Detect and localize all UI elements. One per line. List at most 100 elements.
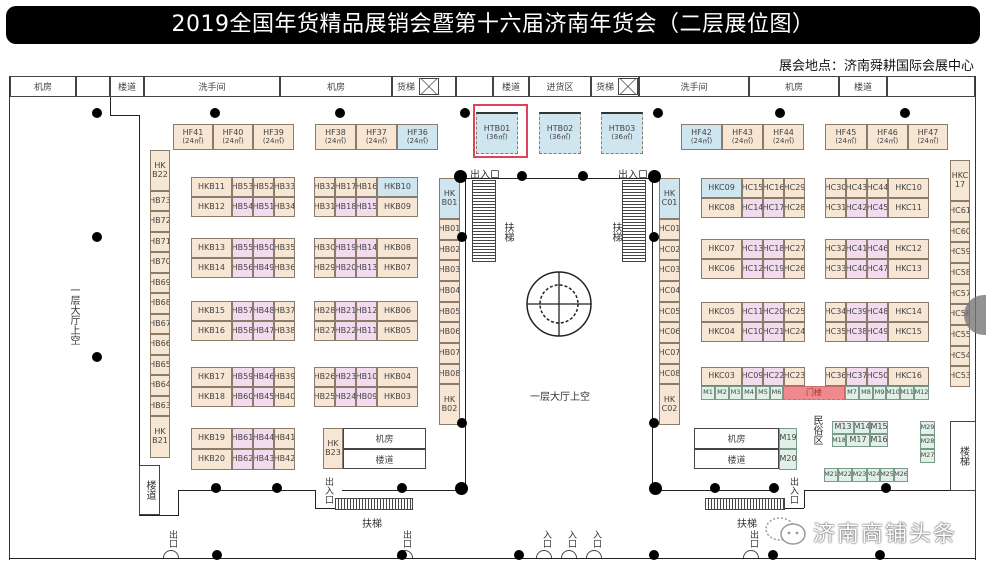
booth-hf40[interactable]: HF40(24㎡) <box>213 124 253 150</box>
booth-hb49[interactable]: HB49 <box>253 258 274 278</box>
booth-m14[interactable]: M14 <box>854 421 870 434</box>
booth-m3[interactable]: M3 <box>729 386 742 400</box>
booth-hc17[interactable]: HC17 <box>763 198 784 218</box>
booth-hkb10[interactable]: HKB10 <box>377 177 418 197</box>
booth-hb54[interactable]: HB54 <box>232 197 253 217</box>
booth-hc03[interactable]: HC03 <box>659 260 680 281</box>
booth-hkb09[interactable]: HKB09 <box>377 197 418 217</box>
booth-hkb02[interactable]: HK B02 <box>439 384 460 425</box>
booth-hb28[interactable]: HB28 <box>314 301 335 321</box>
booth-hb21[interactable]: HB21 <box>335 301 356 321</box>
booth-hb66[interactable]: HB66 <box>150 334 170 355</box>
booth-hc10[interactable]: HC10 <box>742 322 763 342</box>
booth-m10[interactable]: M10 <box>886 386 900 400</box>
booth-hkb16[interactable]: HKB16 <box>191 321 232 341</box>
booth-m29[interactable]: M29 <box>920 421 935 435</box>
booth-m28[interactable]: M28 <box>920 435 935 449</box>
booth-hkb04[interactable]: HKB04 <box>377 367 418 387</box>
booth-hf38[interactable]: HF38(24㎡) <box>315 124 356 150</box>
booth-m4[interactable]: M4 <box>742 386 756 400</box>
booth-hkb19[interactable]: HKB19 <box>191 428 232 449</box>
booth-hc41[interactable]: HC41 <box>846 239 867 259</box>
booth-hb11[interactable]: HB11 <box>356 321 377 341</box>
booth-hb14[interactable]: HB14 <box>356 238 377 258</box>
booth-hb04[interactable]: HB04 <box>439 281 460 302</box>
booth-hc50[interactable]: HC50 <box>867 367 888 386</box>
booth-hc31[interactable]: HC31 <box>825 198 846 218</box>
booth-m18[interactable]: M18 <box>832 434 846 447</box>
booth-hb08[interactable]: HB08 <box>439 364 460 384</box>
booth-hb59[interactable]: HB59 <box>232 367 253 387</box>
booth-hc37[interactable]: HC37 <box>846 367 867 386</box>
booth-hc49[interactable]: HC49 <box>867 322 888 342</box>
booth-hc47[interactable]: HC47 <box>867 259 888 279</box>
booth-hb60[interactable]: HB60 <box>232 387 253 407</box>
booth-hb31[interactable]: HB31 <box>314 197 335 217</box>
booth-hc09[interactable]: HC09 <box>742 367 763 386</box>
booth-hkb05[interactable]: HKB05 <box>377 321 418 341</box>
booth-hkb15[interactable]: HKB15 <box>191 301 232 321</box>
booth-hkc15[interactable]: HKC15 <box>888 322 929 342</box>
booth-hc26[interactable]: HC26 <box>784 259 805 279</box>
booth-hb18[interactable]: HB18 <box>335 197 356 217</box>
booth-hb01[interactable]: HB01 <box>439 219 460 240</box>
booth-hb27[interactable]: HB27 <box>314 321 335 341</box>
booth-hkb21[interactable]: HK B21 <box>150 416 170 458</box>
booth-hc55[interactable]: HC55 <box>950 325 970 346</box>
booth-hb02[interactable]: HB02 <box>439 240 460 260</box>
booth-hc45[interactable]: HC45 <box>867 198 888 218</box>
booth-hb55[interactable]: HB55 <box>232 238 253 258</box>
booth-hb26[interactable]: HB26 <box>314 367 335 387</box>
booth-hc32[interactable]: HC32 <box>825 239 846 259</box>
booth-hkb14[interactable]: HKB14 <box>191 258 232 278</box>
booth-hc12[interactable]: HC12 <box>742 259 763 279</box>
booth-hc21[interactable]: HC21 <box>763 322 784 342</box>
booth-hf46[interactable]: HF46(24㎡) <box>867 124 908 150</box>
booth-m24[interactable]: M24 <box>867 468 880 482</box>
booth-hc27[interactable]: HC27 <box>784 239 805 259</box>
booth-hc25[interactable]: HC25 <box>784 302 805 322</box>
booth-hkb03[interactable]: HKB03 <box>377 387 418 407</box>
escalator-bottom-right[interactable] <box>705 498 785 510</box>
booth-hkb12[interactable]: HKB12 <box>191 197 232 217</box>
booth-m22[interactable]: M22 <box>838 468 852 482</box>
booth-hb41[interactable]: HB41 <box>274 428 295 449</box>
booth-hc59[interactable]: HC59 <box>950 242 970 263</box>
booth-hb45[interactable]: HB45 <box>253 387 274 407</box>
booth-hf37[interactable]: HF37(24㎡) <box>356 124 397 150</box>
booth-hb50[interactable]: HB50 <box>253 238 274 258</box>
booth-hb48[interactable]: HB48 <box>253 301 274 321</box>
booth-hf41[interactable]: HF41(24㎡) <box>173 124 213 150</box>
booth-hb70[interactable]: HB70 <box>150 252 170 273</box>
booth-hkc17[interactable]: HKC 17 <box>950 160 970 201</box>
booth-hkc06[interactable]: HKC06 <box>701 259 742 279</box>
booth-m23[interactable]: M23 <box>852 468 867 482</box>
booth-hb12[interactable]: HB12 <box>356 301 377 321</box>
booth-hb17[interactable]: HB17 <box>335 177 356 197</box>
booth-hb46[interactable]: HB46 <box>253 367 274 387</box>
booth-hb35[interactable]: HB35 <box>274 238 295 258</box>
booth-hc24[interactable]: HC24 <box>784 322 805 342</box>
booth-hkc03[interactable]: HKC03 <box>701 367 742 386</box>
booth-hc19[interactable]: HC19 <box>763 259 784 279</box>
booth-hb47[interactable]: HB47 <box>253 321 274 341</box>
booth-hc14[interactable]: HC14 <box>742 198 763 218</box>
booth-hkb01[interactable]: HK B01 <box>439 178 460 219</box>
booth-hc34[interactable]: HC34 <box>825 302 846 322</box>
booth-hc05[interactable]: HC05 <box>659 302 680 322</box>
booth-m21[interactable]: M21 <box>824 468 838 482</box>
booth-hkc04[interactable]: HKC04 <box>701 322 742 342</box>
booth-hb39[interactable]: HB39 <box>274 367 295 387</box>
booth-m2[interactable]: M2 <box>715 386 729 400</box>
booth-hc42[interactable]: HC42 <box>846 198 867 218</box>
booth-hc08[interactable]: HC08 <box>659 364 680 384</box>
booth-hb33[interactable]: HB33 <box>274 177 295 197</box>
booth-hf42[interactable]: HF42(24㎡) <box>681 124 722 150</box>
booth-htb02[interactable]: HTB02(36㎡) <box>539 112 581 154</box>
booth-hkc05[interactable]: HKC05 <box>701 302 742 322</box>
booth-hb32[interactable]: HB32 <box>314 177 335 197</box>
booth-hb52[interactable]: HB52 <box>253 177 274 197</box>
booth-hc11[interactable]: HC11 <box>742 302 763 322</box>
side-scroll-handle[interactable] <box>964 295 986 335</box>
booth-htb03[interactable]: HTB03(36㎡) <box>601 112 643 154</box>
